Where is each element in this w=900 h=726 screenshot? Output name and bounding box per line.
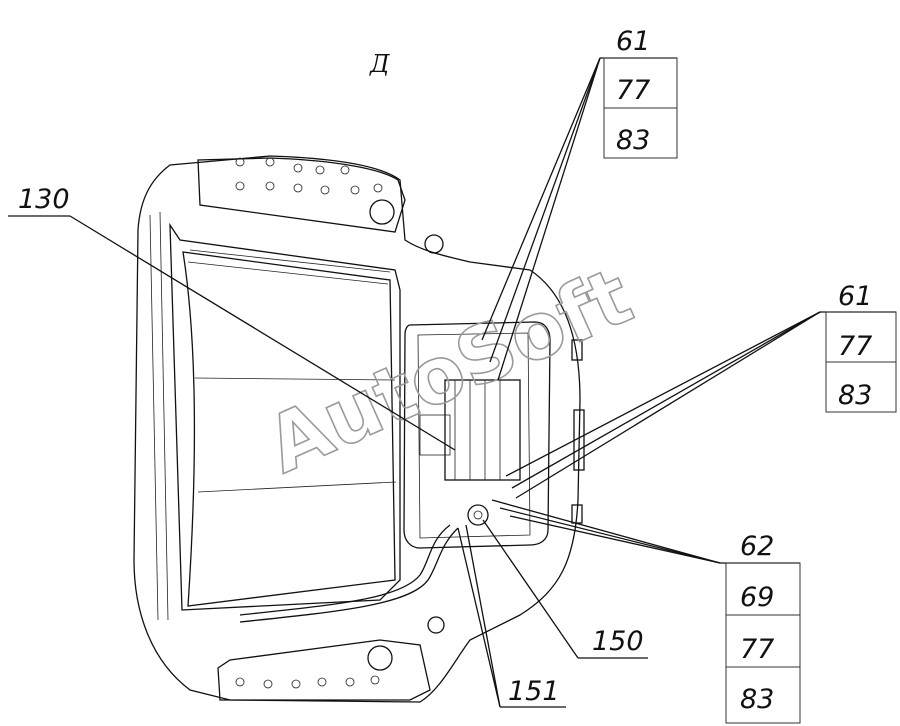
callout-group-top: 61 77 83 [481, 26, 678, 381]
callout-mid-label-2: 77 [838, 331, 872, 362]
callout-130: 130 [8, 184, 456, 451]
valve [467, 504, 489, 526]
callout-bottom-label-3: 77 [740, 634, 774, 665]
callout-top-label-3: 83 [616, 125, 650, 156]
callout-top-label-2: 77 [616, 75, 650, 106]
fan-block [444, 379, 521, 481]
callout-bottom-label-2: 69 [740, 582, 774, 613]
hatch-frame [403, 321, 551, 549]
callout-mid-label-3: 83 [838, 380, 872, 411]
callout-151: 151 [457, 524, 566, 708]
bolts-bottom [235, 675, 380, 689]
callout-bottom-label-4: 83 [740, 684, 774, 715]
seat-cushion [182, 251, 396, 607]
label-151: 151 [508, 676, 560, 707]
callout-mid-label-1: 61 [838, 281, 872, 312]
bottom-plate [217, 639, 431, 701]
callout-top-label-1: 61 [616, 26, 650, 57]
callout-150: 150 [482, 519, 648, 659]
hose [239, 524, 451, 616]
callout-group-mid: 61 77 83 [505, 281, 897, 499]
callout-bottom-label-1: 62 [740, 531, 774, 562]
label-150: 150 [592, 626, 644, 657]
seat-drawing [133, 155, 585, 703]
seat-outer-shell [133, 155, 581, 703]
inner-frame [169, 222, 401, 611]
view-label: Д [369, 50, 390, 78]
top-plate [197, 157, 406, 233]
bolts-top [235, 157, 383, 195]
callout-group-bottom: 62 69 77 83 [491, 499, 801, 724]
label-130: 130 [18, 184, 70, 215]
